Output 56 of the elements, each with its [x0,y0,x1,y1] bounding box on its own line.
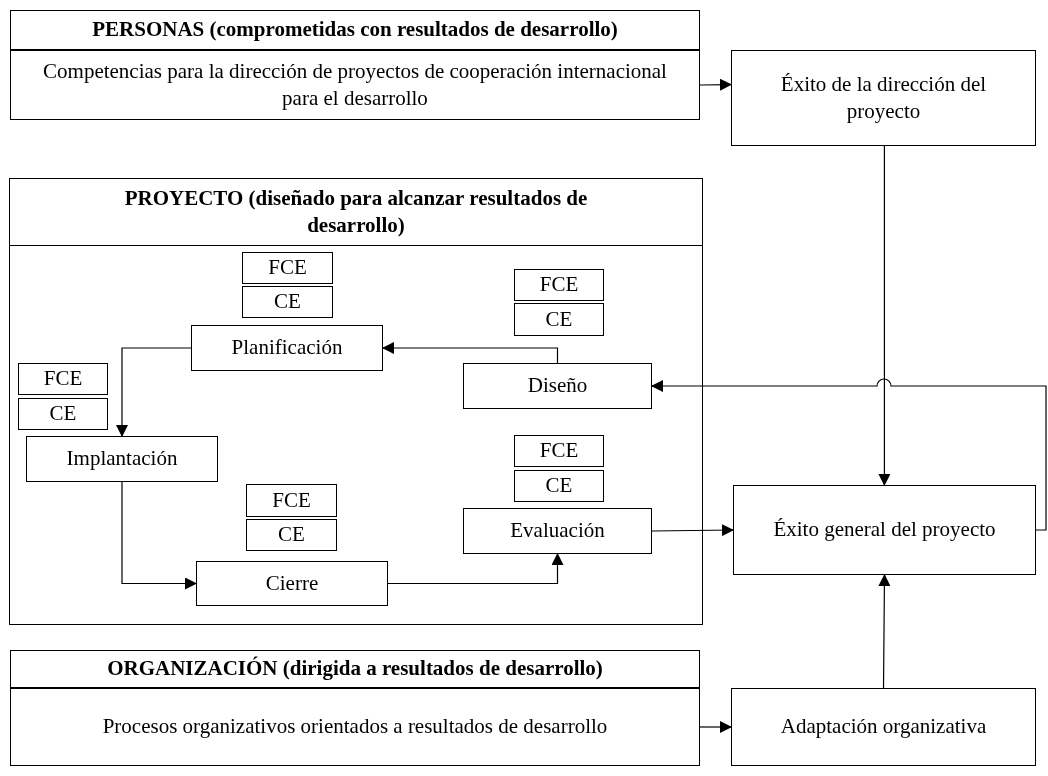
box-label: FCE [538,271,580,299]
box-label: FCE [267,254,308,282]
process-box [731,50,1036,146]
box-label: Diseño [526,372,589,400]
box-label: Procesos organizativos orientados a resultados de desarrollo [101,713,609,741]
box-label: Éxito general del proyecto [772,516,997,544]
factor-box [242,286,333,318]
box-label: FCE [271,486,312,514]
factor-box [242,252,333,284]
box-label: CE [544,472,574,500]
box-label: Implantación [65,445,179,473]
box-label: Adaptación organizativa [779,713,988,741]
arrow [382,342,559,364]
factor-box [514,435,604,467]
box-label: Cierre [264,569,320,597]
factor-box [18,398,108,430]
section-header-box [10,650,700,688]
project-frame [9,178,703,625]
box-label: CE [544,305,574,333]
arrow [878,574,891,689]
box-label: FCE [538,437,580,465]
process-box [10,50,700,120]
process-box [731,688,1036,766]
section-header-box [10,10,700,50]
box-label: FCE [42,365,84,393]
box-label: Competencias para la dirección de proyectos de cooperación internacional para el desarrollo [42,57,668,112]
box-label: PERSONAS (comprometidas con resultados de desarrollo) [91,16,619,44]
process-box [733,485,1036,575]
factor-box [246,484,337,517]
phase-box [26,436,218,482]
box-label: CE [277,521,306,549]
section-title: PROYECTO (diseñado para alcanzar resultados de desarrollo) [123,184,589,239]
arrow [699,78,732,91]
box-label: Éxito de la dirección del proyecto [779,70,988,125]
arrow [651,524,734,537]
factor-box [246,519,337,551]
box-label: ORGANIZACIÓN (dirigida a resultados de desarrollo) [106,655,604,683]
process-box [10,688,700,766]
phase-box [463,363,652,409]
factor-box [18,363,108,395]
phase-box [196,561,388,606]
phase-box [463,508,652,554]
box-label: CE [273,288,302,316]
factor-box [514,303,604,336]
phase-box [191,325,383,371]
box-label: CE [48,400,78,428]
arrow [116,347,192,437]
arrow [878,145,891,486]
factor-box [514,470,604,502]
box-label: Planificación [230,334,344,362]
arrow [387,553,564,585]
arrow [699,721,732,733]
box-label: Evaluación [509,517,606,545]
arrow [651,378,1047,531]
factor-box [514,269,604,301]
arrow [121,481,197,590]
